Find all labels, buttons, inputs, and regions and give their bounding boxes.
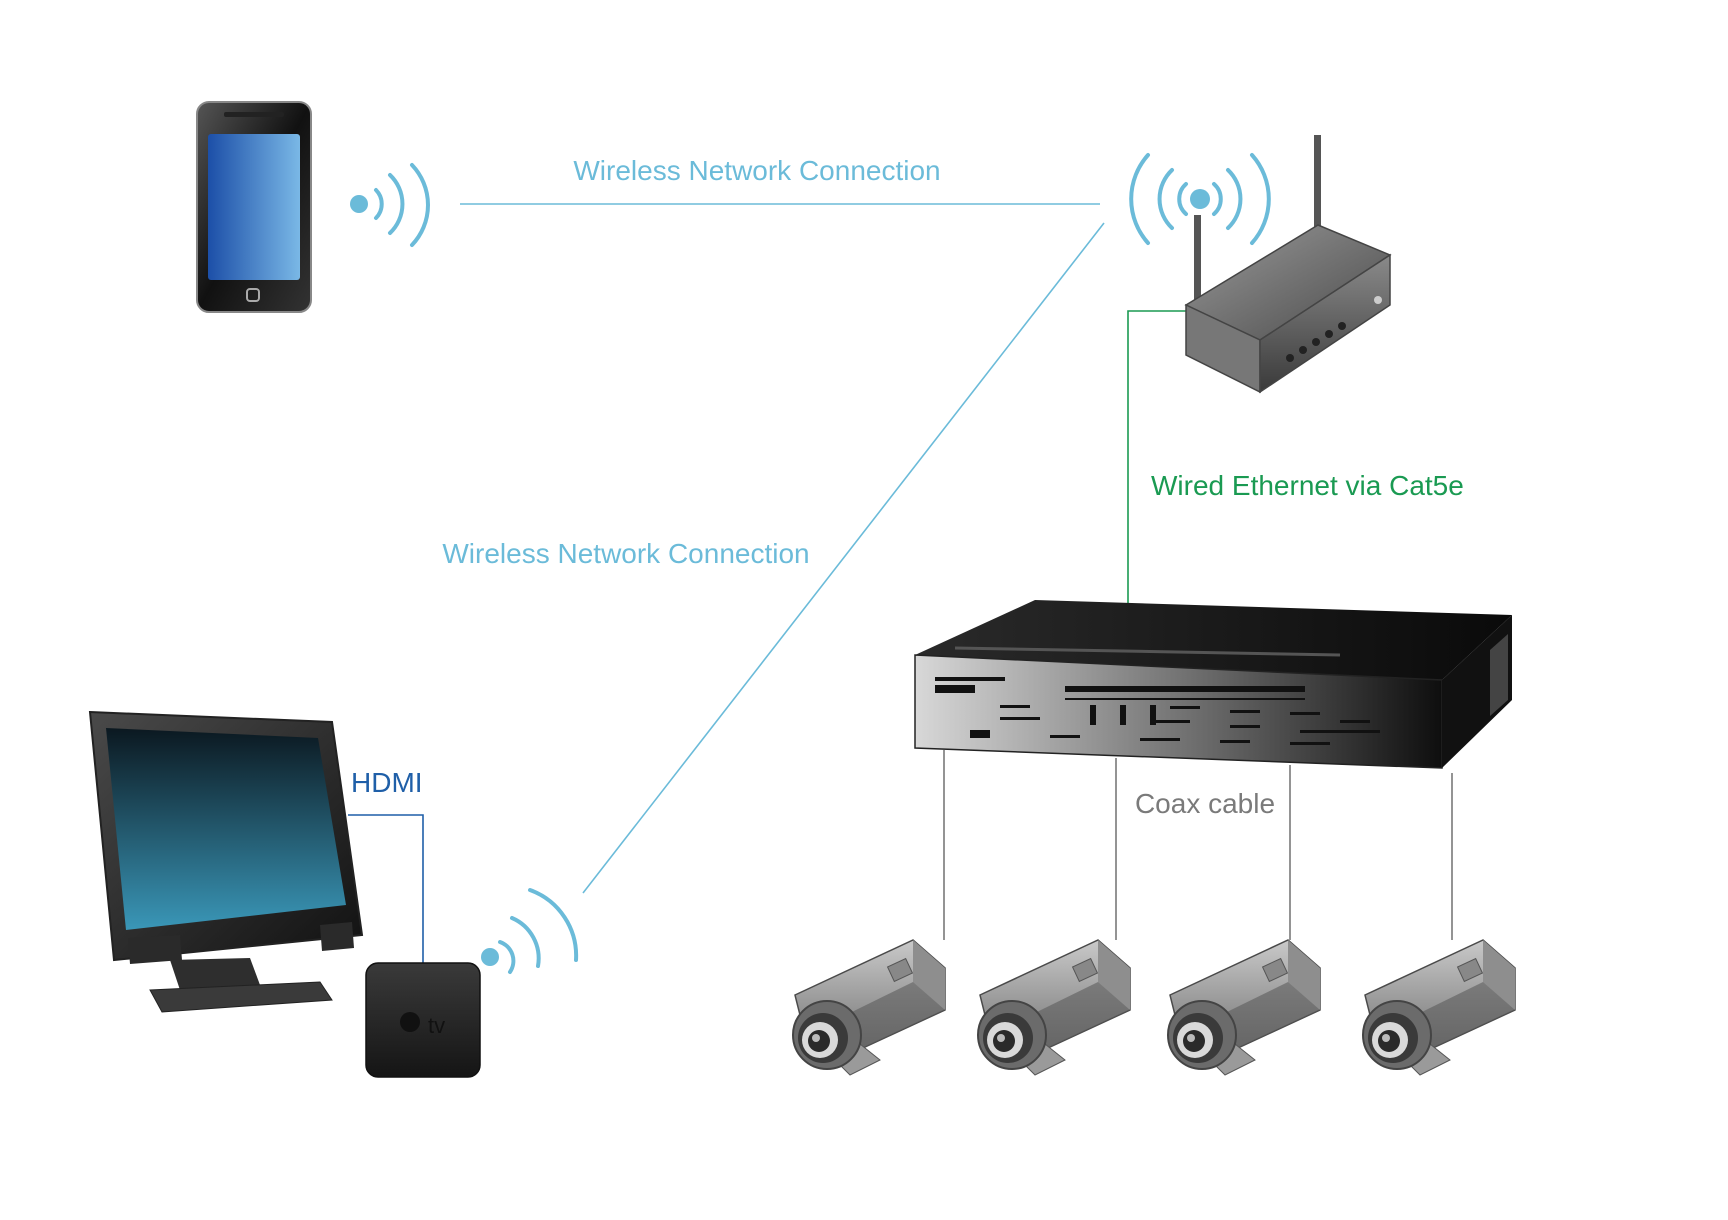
hdmi-line [348, 814, 424, 963]
coax-lines [943, 750, 1453, 940]
smartphone-icon [196, 101, 312, 313]
cctv-camera-icon [792, 939, 946, 1076]
wired-ethernet-line [1127, 310, 1190, 605]
wireless-link-tv-router [582, 222, 1105, 894]
cctv-camera-icon [1167, 939, 1321, 1076]
dvr-recorder-icon [914, 600, 1512, 769]
hdmi-label: HDMI [351, 767, 423, 798]
router-wifi-signal-icon [1129, 153, 1271, 245]
monitor-icon [88, 710, 364, 1013]
tv-wifi-signal-icon [481, 888, 579, 974]
apple-tv-icon: tv [365, 962, 481, 1078]
wireless-diagonal-label: Wireless Network Connection [442, 538, 809, 569]
coax-cable-label: Coax cable [1135, 788, 1275, 819]
wired-ethernet-label: Wired Ethernet via Cat5e [1151, 470, 1464, 501]
cctv-camera-icon [1362, 939, 1516, 1076]
wireless-top-label: Wireless Network Connection [573, 155, 940, 186]
wireless-router-icon [1184, 135, 1392, 394]
phone-wifi-signal-icon [350, 163, 430, 247]
svg-text:tv: tv [428, 1013, 445, 1038]
cctv-camera-icon [977, 939, 1131, 1076]
